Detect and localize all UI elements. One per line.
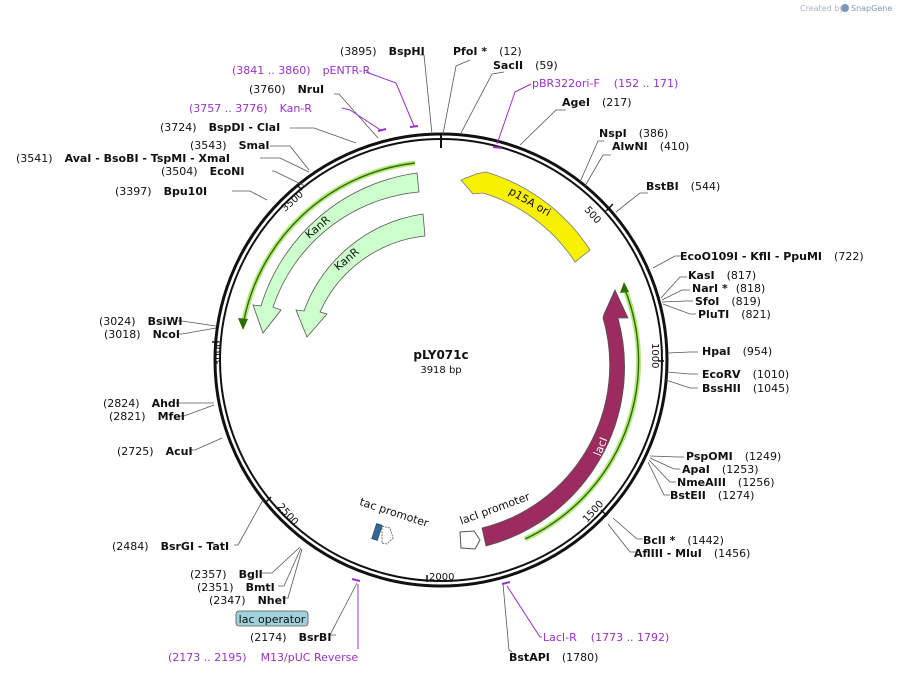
laci-promoter-feature — [459, 530, 481, 550]
site-bcli: BclI *(1442) — [643, 534, 724, 547]
tick-2000: 2000 — [429, 572, 454, 583]
tick-500: 500 — [582, 205, 603, 227]
tac-promoter-feature — [381, 525, 394, 545]
site-nhei: (2347)NheI — [209, 594, 286, 607]
site-bsiwi: (3024)BsiWI — [99, 315, 183, 328]
kanr-inner-feature — [295, 213, 426, 338]
site-avai: (3541)AvaI - BsoBI - TspMI - XmaI — [16, 152, 230, 165]
site-agei: AgeI(217) — [562, 96, 632, 109]
tick-3000: 3000 — [213, 341, 224, 366]
site-bsphi: (3895)BspHI — [340, 45, 425, 58]
site-alwni: AlwNI(410) — [612, 140, 689, 153]
site-bpu10i: (3397)Bpu10I — [115, 185, 207, 198]
primer-kan-r: (3757 .. 3776)Kan-R — [189, 102, 312, 115]
credit-prefix: Created by — [800, 4, 844, 13]
site-bstbi: BstBI(544) — [646, 180, 720, 193]
laci-orf-line — [524, 286, 640, 540]
site-nari: NarI *(818) — [692, 282, 765, 295]
site-connectors — [176, 54, 698, 653]
site-bsshii: BssHII(1045) — [702, 382, 789, 395]
tac-promoter-label: tac promoter — [358, 495, 431, 530]
site-ecorv: EcoRV(1010) — [702, 368, 789, 381]
primer-connectors — [341, 71, 542, 649]
kanr-orf-arrowhead — [238, 318, 248, 330]
lac-operator-box — [235, 610, 309, 627]
primer-pentr-r: (3841 .. 3860)pENTR-R — [232, 64, 371, 77]
site-nspi: NspI(386) — [599, 127, 668, 140]
site-pfoi: PfoI *(12) — [453, 45, 522, 58]
primer-pbr322ori-f: pBR322ori-F(152 .. 171) — [532, 77, 678, 90]
tick-1000: 1000 — [649, 343, 660, 368]
credit-brand: SnapGene — [851, 4, 892, 13]
site-nmeaiii: NmeAIII(1256) — [677, 476, 775, 489]
kanr-orf-line — [242, 162, 416, 326]
lac-operator-mark — [371, 523, 383, 541]
site-labels: PfoI *(12) SacII(59) AgeI(217) NspI(386)… — [16, 45, 864, 664]
lac-operator-callout: lac operator — [235, 610, 309, 627]
site-acui: (2725)AcuI — [117, 445, 193, 458]
site-smai: (3543)SmaI — [190, 139, 269, 152]
snapgene-credit: Created by SnapGene — [800, 4, 892, 13]
site-ahdi: (2824)AhdI — [103, 397, 180, 410]
primer-marks — [351, 125, 511, 585]
tick-3500: 3500 — [280, 189, 306, 214]
site-econi: (3504)EcoNI — [161, 165, 244, 178]
site-bstapi: BstAPI(1780) — [509, 651, 598, 664]
lac-operator-label: lac operator — [239, 613, 306, 626]
site-ncoi: (3018)NcoI — [104, 328, 180, 341]
site-afliii: AflIII - MluI(1456) — [634, 547, 750, 560]
primer-labels: pBR322ori-F(152 .. 171) LacI-R(1773 .. 1… — [168, 64, 678, 664]
site-hpai: HpaI(954) — [702, 345, 772, 358]
site-kasi: KasI(817) — [688, 269, 756, 282]
p15a-ori-feature — [460, 171, 591, 263]
site-nrui: (3760)NruI — [249, 83, 324, 96]
site-pspomi: PspOMI(1249) — [686, 450, 781, 463]
kanr-outer-feature — [252, 172, 420, 334]
laci-feature — [481, 289, 629, 547]
site-bsrgi: (2484)BsrGI - TatI — [112, 540, 229, 553]
plasmid-name: pLY071c — [413, 348, 468, 362]
backbone-outer-ring — [213, 132, 669, 588]
primer-laci-r: LacI-R(1773 .. 1792) — [543, 631, 669, 644]
site-bspdi: (3724)BspDI - ClaI — [160, 121, 280, 134]
site-eco: EcoO109I - KflI - PpuMI(722) — [680, 250, 864, 263]
site-sacii: SacII(59) — [493, 59, 558, 72]
plasmid-size: 3918 bp — [420, 365, 461, 376]
snapgene-logo-icon — [841, 4, 849, 12]
site-mfei: (2821)MfeI — [109, 410, 185, 423]
primer-m13-puc-reverse: (2173 .. 2195)M13/pUC Reverse — [168, 651, 358, 664]
laci-orf-arrowhead — [620, 282, 629, 293]
site-bmti: (2351)BmtI — [197, 581, 275, 594]
site-bsteii: BstEII(1274) — [670, 489, 754, 502]
site-bgli: (2357)BglI — [190, 568, 263, 581]
site-bsrbi: (2174)BsrBI — [250, 631, 331, 644]
site-apai: ApaI(1253) — [682, 463, 758, 476]
site-sfoi: SfoI(819) — [695, 295, 761, 308]
site-pluti: PluTI(821) — [698, 308, 771, 321]
